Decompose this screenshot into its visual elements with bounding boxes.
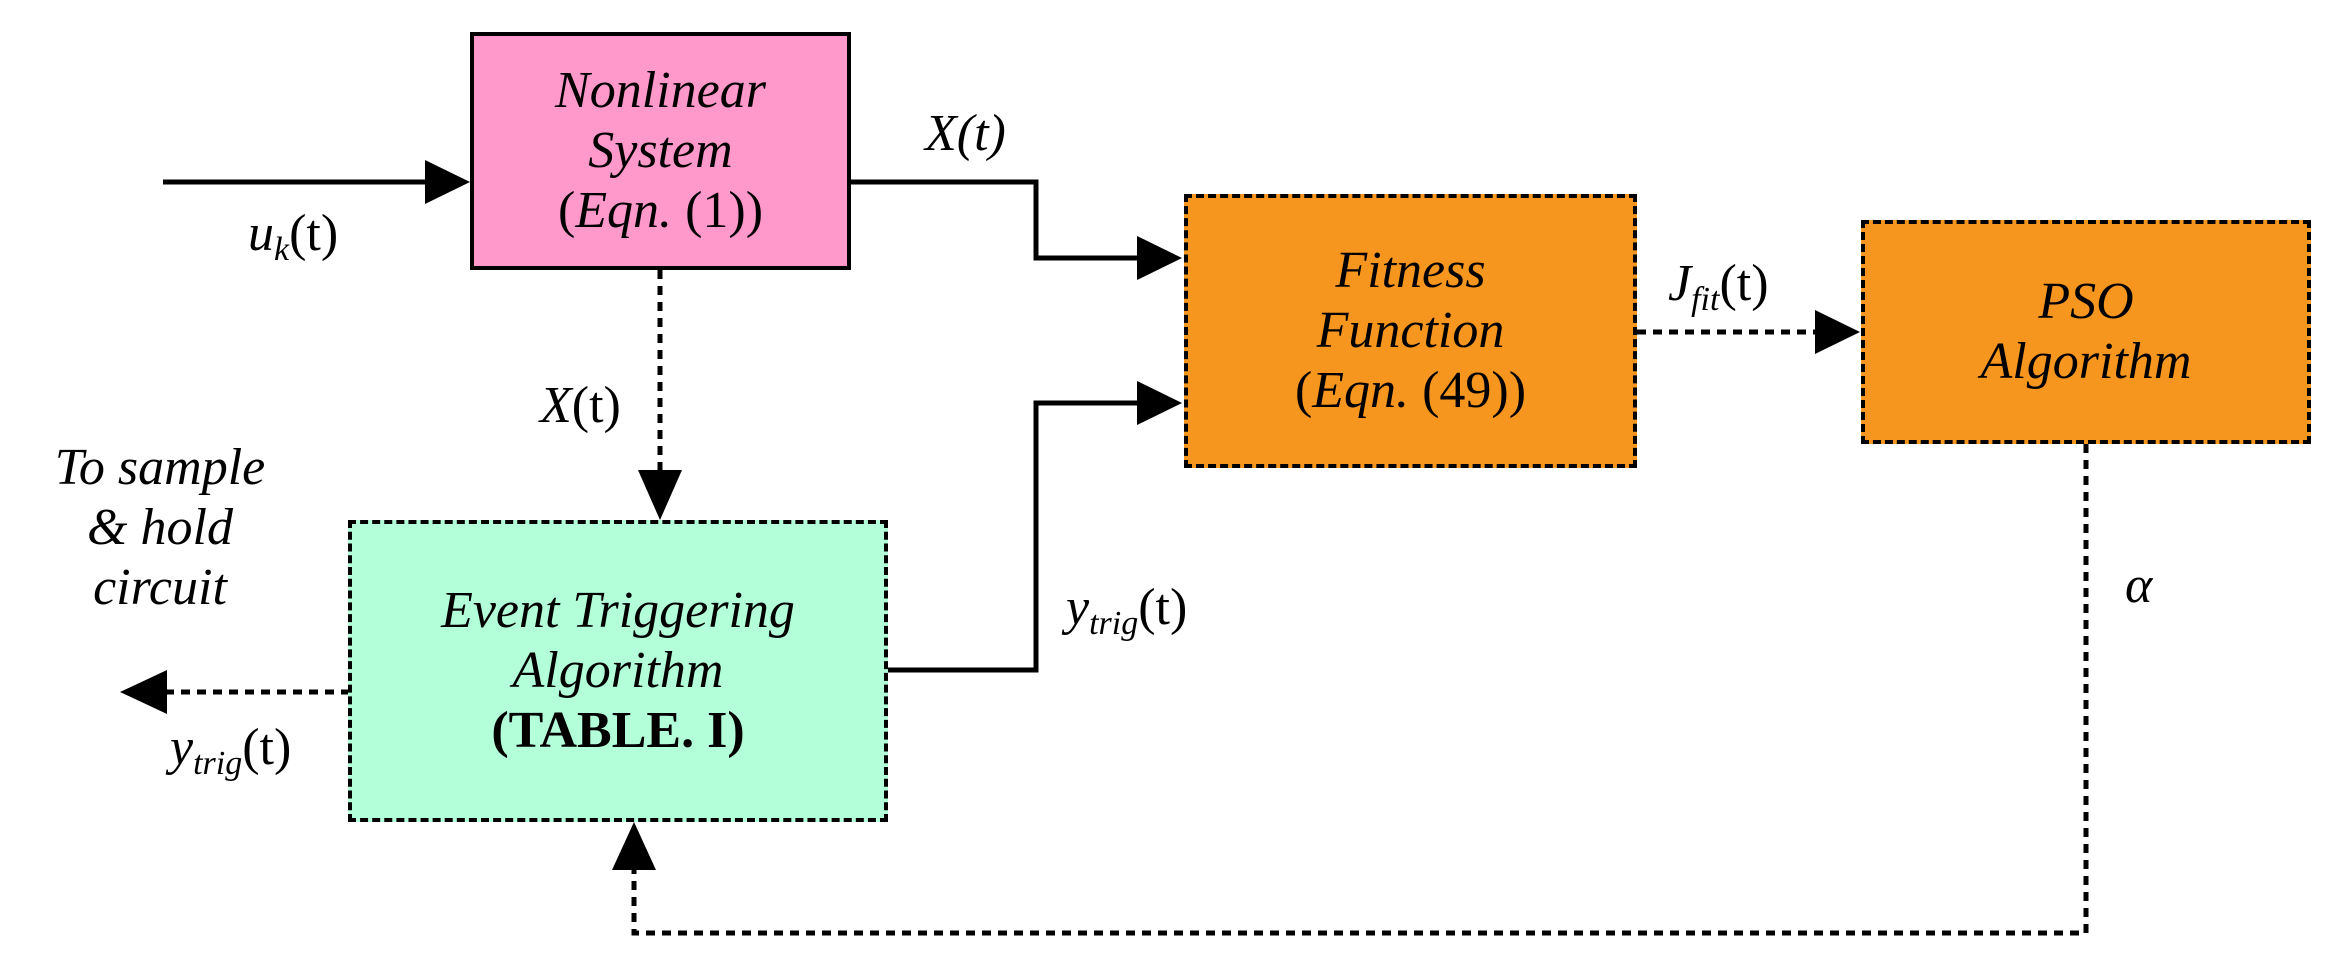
nonlinear-system-block: Nonlinear System (Eqn. (1)) <box>470 32 851 270</box>
nonlinear-title-line2: System <box>588 122 733 180</box>
ytrig-right-var: y <box>1066 579 1090 636</box>
state-to-event-arrowhead <box>638 470 682 520</box>
ytrig-to-fitness-arrowhead <box>1137 381 1182 425</box>
pso-algorithm-block: PSO Algorithm <box>1861 220 2311 444</box>
ytrig-right-sub: trig <box>1089 605 1139 643</box>
state-to-fitness-wire <box>851 179 1140 261</box>
output-note: To sample & hold circuit <box>10 438 310 617</box>
ytrig-left-var: y <box>170 719 194 776</box>
alpha-feedback-wire <box>631 444 2089 936</box>
fitness-eqn-word: Eqn. <box>1312 361 1410 419</box>
jfit-arg: (t) <box>1719 255 1769 312</box>
event-title-line2: Algorithm <box>512 642 724 700</box>
pso-title-line2: Algorithm <box>1980 333 2192 390</box>
nonlinear-equation-ref: (Eqn. (1)) <box>557 181 764 239</box>
input-signal-label: uk(t) <box>248 205 339 267</box>
input-sub: k <box>274 231 290 269</box>
event-table-ref: (TABLE. I) <box>491 701 745 759</box>
jfit-var: J <box>1668 255 1692 312</box>
state-down-label: X(t) <box>540 380 621 432</box>
input-var: u <box>248 205 274 262</box>
event-triggering-block: Event Triggering Algorithm (TABLE. I) <box>348 520 888 822</box>
fitness-title-line2: Function <box>1316 302 1505 360</box>
ytrig-left-arg: (t) <box>242 719 292 776</box>
state-down-var: X <box>540 377 572 434</box>
output-arrowhead <box>120 670 167 714</box>
fitness-to-pso-arrowhead <box>1815 310 1860 354</box>
ytrig-left-sub: trig <box>193 745 243 783</box>
alpha-feedback-arrowhead <box>612 822 656 870</box>
nonlinear-eqn-number: (1) <box>685 181 746 239</box>
jfit-sub: fit <box>1691 281 1720 319</box>
state-to-fitness-arrowhead <box>1137 236 1182 280</box>
fitness-eqn-number: (49) <box>1422 361 1509 419</box>
input-arg: (t) <box>289 205 339 262</box>
ytrig-right-arg: (t) <box>1138 579 1188 636</box>
fitness-equation-ref: (Eqn. (49)) <box>1294 361 1527 419</box>
event-title-line1: Event Triggering <box>441 582 795 640</box>
nonlinear-eqn-word: Eqn. <box>575 181 673 239</box>
pso-title-line1: PSO <box>2038 273 2134 331</box>
output-note-line2: & hold <box>87 498 233 556</box>
ytrig-left-label: ytrig(t) <box>170 719 292 781</box>
output-note-line1: To sample <box>54 439 266 496</box>
state-top-label: X(t) <box>925 105 1006 162</box>
fitness-title-line1: Fitness <box>1335 242 1486 300</box>
ytrig-right-label: ytrig(t) <box>1066 579 1188 641</box>
ytrig-to-fitness-wire <box>888 400 1140 673</box>
state-down-arg: (t) <box>571 377 621 434</box>
alpha-label: α <box>2125 557 2153 614</box>
jfit-label: Jfit(t) <box>1668 255 1769 317</box>
input-arrowhead <box>425 160 470 204</box>
nonlinear-title-line1: Nonlinear <box>555 62 766 120</box>
output-note-line3: circuit <box>93 558 227 616</box>
fitness-function-block: Fitness Function (Eqn. (49)) <box>1184 194 1637 468</box>
